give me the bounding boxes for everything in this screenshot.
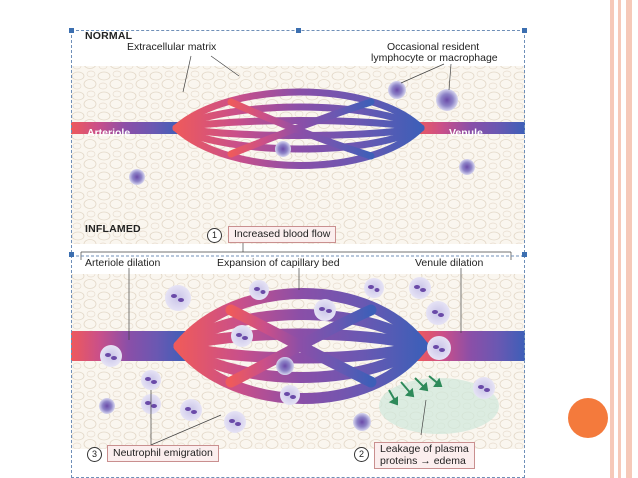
arteriole-dilation-label: Arteriole dilation	[85, 257, 161, 269]
step-2-label-line2: proteins → edema	[380, 454, 466, 467]
normal-section-title: NORMAL	[85, 30, 133, 42]
capillary-expansion-label: Expansion of capillary bed	[217, 257, 340, 269]
venule-dilation-label: Venule dilation	[415, 257, 484, 269]
frame-handle-top-left	[69, 28, 74, 33]
slide-stripe-3	[626, 0, 632, 478]
step-3-number: 3	[87, 447, 102, 462]
slide-stripe-2	[618, 0, 621, 478]
frame-handle-left-mid	[69, 252, 74, 257]
step-2-label: Leakage of plasma proteins → edema	[374, 442, 475, 470]
resident-cell-label-line2: lymphocyte or macrophage	[371, 52, 498, 64]
arteriole-label: Arteriole	[87, 127, 131, 139]
frame-handle-right-mid	[522, 252, 527, 257]
step-2-number: 2	[354, 447, 369, 462]
step-1-number: 1	[207, 228, 222, 243]
step-3-label: Neutrophil emigration	[107, 445, 219, 462]
frame-handle-top-mid	[296, 28, 301, 33]
inflamed-section-title: INFLAMED	[85, 223, 141, 235]
frame-handle-top-right	[522, 28, 527, 33]
slide-left-margin	[0, 0, 30, 478]
accent-circle	[568, 398, 608, 438]
figure-illustration	[71, 55, 525, 449]
venule-label: Venule	[449, 127, 483, 139]
slide-stripe-1	[610, 0, 614, 478]
extracellular-matrix-label: Extracellular matrix	[127, 41, 217, 53]
resident-cell-label-line1: Occasional resident	[387, 41, 480, 53]
inflammation-figure: NORMAL Extracellular matrix Occasional r…	[71, 30, 525, 478]
step-2-label-line1: Leakage of plasma	[380, 443, 469, 455]
step-1-label: Increased blood flow	[228, 226, 337, 243]
